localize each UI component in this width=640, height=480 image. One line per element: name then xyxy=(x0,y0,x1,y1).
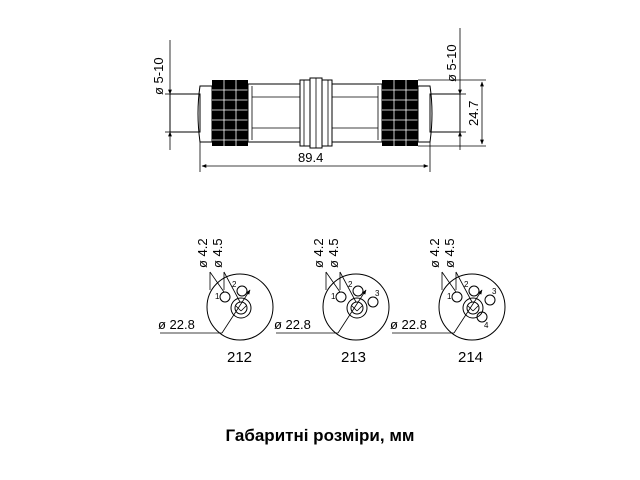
outer-circle xyxy=(438,273,506,341)
outer-circle xyxy=(322,273,390,341)
hole-diameter-label: ø 4.5 xyxy=(210,238,225,268)
center-contact xyxy=(230,297,252,319)
pin-1-label: 1 xyxy=(215,292,220,301)
outer-diameter-label: ø 22.8 xyxy=(390,317,427,332)
pin-diameter-label: ø 4.2 xyxy=(195,238,210,268)
pin-2 xyxy=(468,285,480,297)
pin-diameter-label: ø 4.2 xyxy=(311,238,326,268)
caption: Габаритні розміри, мм xyxy=(225,426,415,445)
pin-1-label: 1 xyxy=(447,292,452,301)
pin-3 xyxy=(367,296,379,308)
pin-4 xyxy=(476,311,488,323)
pin-2 xyxy=(236,285,248,297)
model-label: 212 xyxy=(227,349,252,366)
pin-3-label: 3 xyxy=(375,289,380,298)
center-ring-left xyxy=(299,79,311,147)
outer-circle xyxy=(206,273,274,341)
pin-layout-213: 1 2 3 ø 4.2 ø 4.5 ø 22.8 213 xyxy=(274,238,390,366)
pin-2-label: 2 xyxy=(464,280,469,289)
outer-diameter-label: ø 22.8 xyxy=(158,317,195,332)
pin-layout-212: 1 2 ø 4.2 ø 4.5 ø 22.8 212 xyxy=(158,238,274,366)
right-cable-diameter-label: ø 5-10 xyxy=(444,44,459,82)
pin-3 xyxy=(484,294,496,306)
right-cable xyxy=(429,93,461,133)
pin-1 xyxy=(451,291,463,303)
pin-3-label: 3 xyxy=(492,287,497,296)
hole-diameter-label: ø 4.5 xyxy=(326,238,341,268)
model-label: 213 xyxy=(341,349,366,366)
left-gland-cap xyxy=(197,85,213,143)
length-label: 89.4 xyxy=(298,150,323,165)
right-knurled-nut xyxy=(382,80,418,146)
left-body xyxy=(247,83,301,143)
outer-diameter-label: ø 22.8 xyxy=(274,317,311,332)
left-cable-diameter-label: ø 5-10 xyxy=(151,57,166,95)
left-knurled-nut xyxy=(212,80,248,146)
hole-diameter-label: ø 4.5 xyxy=(442,238,457,268)
pin-1-label: 1 xyxy=(331,292,336,301)
pin-1 xyxy=(335,291,347,303)
pin-layout-214: 1 2 3 4 ø 4.2 ø 4.5 ø 22.8 214 xyxy=(390,238,506,366)
right-body xyxy=(331,83,383,143)
height-label: 24.7 xyxy=(466,101,481,126)
pin-2-label: 2 xyxy=(348,280,353,289)
pin-2-label: 2 xyxy=(232,280,237,289)
center-ring-right xyxy=(321,79,333,147)
left-cable xyxy=(169,93,201,133)
pin-diameter-label: ø 4.2 xyxy=(427,238,442,268)
center-contact xyxy=(346,297,368,319)
center-contact xyxy=(462,297,484,319)
pin-1 xyxy=(219,291,231,303)
pin-2 xyxy=(352,285,364,297)
right-gland-cap xyxy=(417,85,433,143)
pin-4-label: 4 xyxy=(484,321,489,330)
model-label: 214 xyxy=(458,349,483,366)
connector-side-view: ø 5-10 ø 5-10 24.7 89.4 xyxy=(151,28,486,172)
